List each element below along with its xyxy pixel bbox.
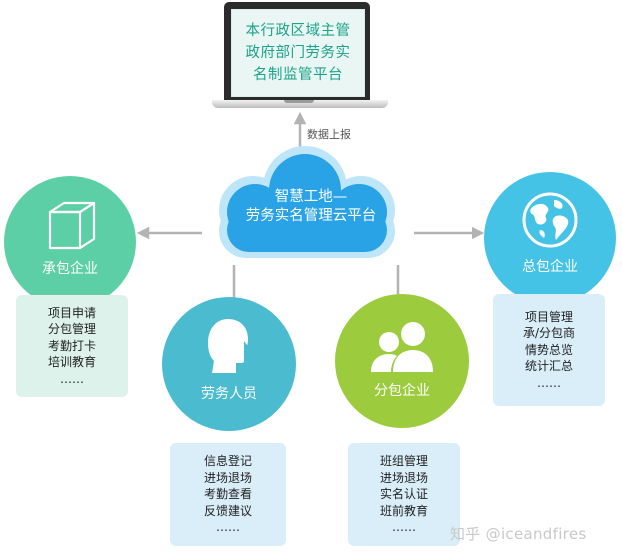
list-item: …… (537, 375, 561, 390)
laptop-notch (284, 100, 314, 103)
list-item: …… (392, 520, 416, 535)
laptop-screen: 本行政区域主管 政府部门劳务实 名制监管平台 (224, 2, 370, 100)
list-item: 项目申请 (47, 305, 96, 320)
node-zong-label: 总包企业 (522, 259, 578, 275)
node-cheng-items: 项目申请 分包管理 考勤打卡 培训教育 …… (16, 295, 128, 397)
node-fen-circle: 分包企业 (335, 294, 469, 428)
node-fen-label: 分包企业 (374, 383, 430, 399)
cloud-icon (219, 146, 395, 258)
laptop-display: 本行政区域主管 政府部门劳务实 名制监管平台 (231, 9, 365, 97)
laptop-line-1: 本行政区域主管 (245, 23, 351, 39)
list-item: 实名认证 (379, 487, 428, 502)
list-item: 承/分包商 (522, 326, 576, 341)
node-fen-items: 班组管理 进场退场 实名认证 班前教育 …… (348, 443, 460, 546)
box-icon (48, 201, 96, 250)
watermark: 知乎 @iceandfires (450, 525, 587, 543)
node-lao-label: 劳务人员 (201, 386, 257, 402)
node-cheng-circle: 承包企业 (4, 176, 136, 308)
cloud-line-1: 智慧工地— (274, 189, 348, 205)
list-item: 进场退场 (203, 470, 252, 485)
list-item: 统计汇总 (524, 359, 573, 374)
list-item: …… (60, 371, 84, 386)
laptop-line-2: 政府部门劳务实 (245, 45, 351, 61)
globe-icon (522, 192, 578, 248)
list-item: 考勤打卡 (47, 338, 96, 353)
node-zong-items: 项目管理 承/分包商 情势总览 统计汇总 …… (493, 294, 605, 406)
report-label: 数据上报 (307, 128, 351, 141)
cloud-platform-title: 智慧工地— 劳务实名管理云平台 (226, 188, 396, 226)
list-item: 班前教育 (379, 503, 428, 518)
list-item: 项目管理 (524, 309, 573, 324)
cloud-line-2: 劳务实名管理云平台 (245, 208, 377, 224)
laptop-base (212, 100, 388, 108)
list-item: 培训教育 (47, 355, 96, 370)
list-item: …… (216, 520, 240, 535)
people-icon (371, 322, 433, 372)
laptop-line-3: 名制监管平台 (253, 67, 343, 83)
node-cheng-label: 承包企业 (42, 261, 98, 277)
list-item: 情势总览 (524, 342, 573, 357)
list-item: 班组管理 (379, 454, 428, 469)
list-item: 信息登记 (203, 454, 252, 469)
list-item: 进场退场 (379, 470, 428, 485)
list-item: 反馈建议 (203, 503, 252, 518)
node-lao-circle: 劳务人员 (162, 297, 296, 431)
person-head-icon (208, 319, 250, 373)
node-zong-circle: 总包企业 (484, 172, 616, 304)
node-lao-items: 信息登记 进场退场 考勤查看 反馈建议 …… (170, 443, 286, 546)
list-item: 分包管理 (47, 322, 96, 337)
list-item: 考勤查看 (203, 487, 252, 502)
